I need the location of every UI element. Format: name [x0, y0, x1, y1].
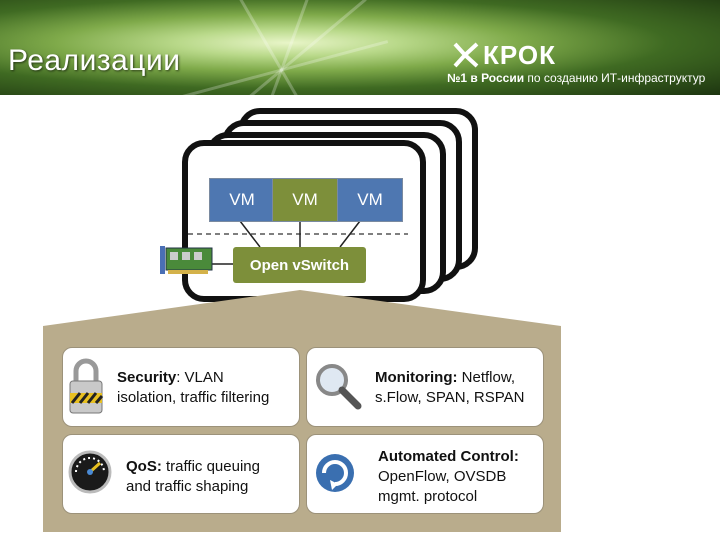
monitoring-text: Monitoring: Netflow, s.Flow, SPAN, RSPAN: [375, 368, 524, 408]
security-line1: : VLAN: [176, 369, 224, 386]
automated-line3: mgmt. protocol: [378, 488, 478, 505]
page-title: Реализации: [8, 44, 181, 77]
vm-box-2: VM: [272, 178, 338, 222]
logo-tagline-rest: по созданию ИТ-инфраструктур: [524, 71, 706, 85]
krok-logo: КРОК №1 в России по созданию ИТ-инфрастр…: [445, 38, 705, 88]
krok-logo-icon: [453, 42, 479, 68]
logo-tagline: №1 в России по созданию ИТ-инфраструктур: [447, 71, 705, 85]
network-card-icon: [160, 246, 213, 274]
qos-title: QoS:: [126, 458, 162, 475]
qos-text: QoS: traffic queuing and traffic shaping: [126, 457, 260, 497]
automated-title: Automated Control:: [378, 448, 519, 465]
security-line2: isolation, traffic filtering: [117, 389, 270, 406]
security-title: Security: [117, 369, 177, 386]
security-text: Security: VLAN isolation, traffic filter…: [117, 368, 269, 408]
padlock-icon: [69, 358, 104, 414]
magnifier-icon: [316, 364, 362, 410]
refresh-globe-icon: [316, 454, 354, 492]
vm-box-1: VM: [209, 178, 275, 222]
logo-tagline-bold: №1 в России: [447, 71, 525, 85]
monitoring-line2: s.Flow, SPAN, RSPAN: [375, 389, 525, 406]
open-vswitch-box: Open vSwitch: [233, 247, 366, 283]
vm-box-3: VM: [337, 178, 403, 222]
qos-line2: and traffic shaping: [126, 478, 249, 495]
monitoring-line1: Netflow,: [457, 369, 516, 386]
monitoring-title: Monitoring:: [375, 369, 458, 386]
header-banner: Реализации КРОК №1 в России по созданию …: [0, 0, 720, 95]
automated-text: Automated Control: OpenFlow, OVSDB mgmt.…: [378, 447, 519, 507]
logo-name: КРОК: [483, 40, 556, 70]
automated-line2: OpenFlow, OVSDB: [378, 468, 507, 485]
qos-line1: traffic queuing: [161, 458, 260, 475]
speedometer-icon: [68, 450, 112, 494]
